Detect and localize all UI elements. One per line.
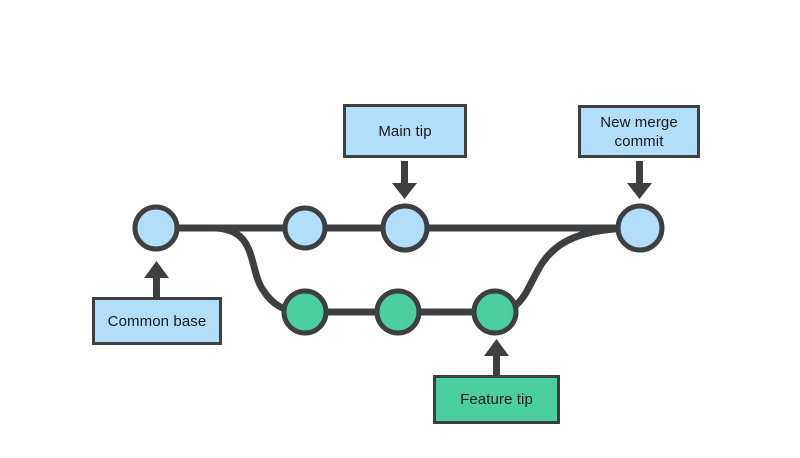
commit-node-merge[interactable] — [615, 203, 665, 253]
arrow-down-new-merge-icon — [627, 161, 652, 199]
label-box-feature-tip[interactable]: Feature tip — [433, 375, 560, 424]
edge-merge-join — [494, 224, 641, 316]
arrow-up-feature-tip-icon — [484, 339, 509, 375]
label-box-new-merge-commit[interactable]: New merge commit — [578, 105, 700, 158]
arrow-up-common-base-icon — [144, 261, 169, 297]
commit-node-feature-c3[interactable] — [471, 288, 519, 336]
label-box-main-tip[interactable]: Main tip — [343, 104, 467, 158]
commit-node-feature-c2[interactable] — [374, 288, 422, 336]
arrow-down-main-tip-icon — [392, 161, 417, 199]
commit-node-main-base[interactable] — [132, 204, 180, 252]
commit-node-main-tip[interactable] — [380, 203, 430, 253]
commit-node-main-c1[interactable] — [282, 205, 328, 251]
label-box-common-base[interactable]: Common base — [92, 297, 222, 345]
commit-node-feature-c1[interactable] — [281, 288, 329, 336]
